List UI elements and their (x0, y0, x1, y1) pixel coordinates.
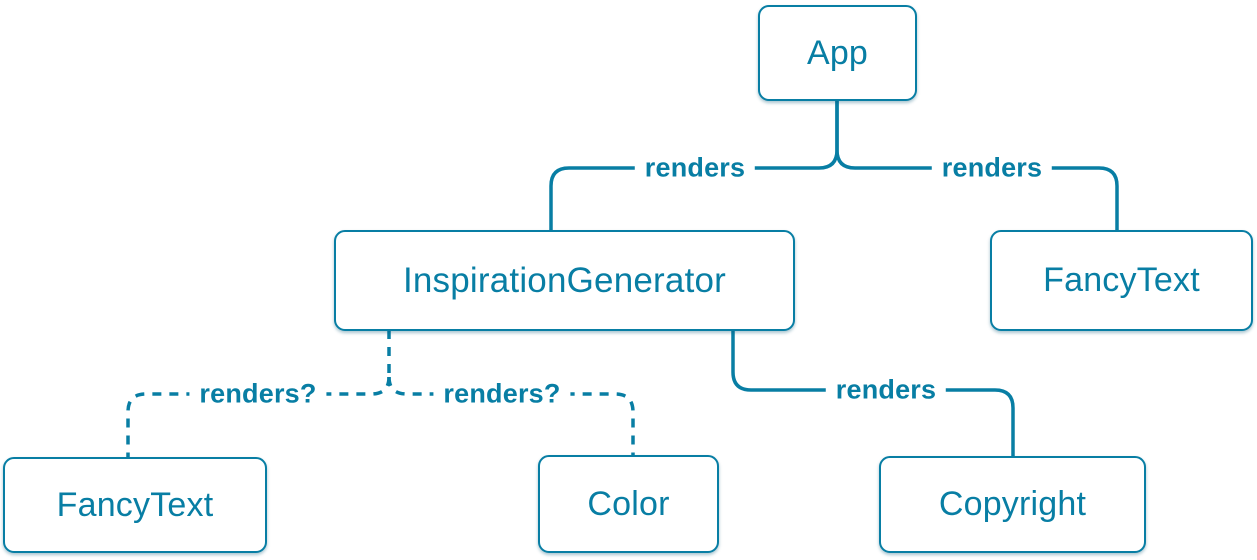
edge-inspirationgenerator-color-dashed (387, 376, 635, 456)
node-inspiration-generator-label: InspirationGenerator (402, 260, 727, 300)
node-color-label: Color (587, 484, 670, 523)
edge-label-app-inspirationgenerator: renders (634, 152, 756, 184)
node-app-label: App (806, 33, 869, 72)
edge-inspirationgenerator-fancytext-dashed (126, 376, 391, 458)
node-inspiration-generator: InspirationGenerator (334, 230, 795, 331)
node-fancy-text-top-label: FancyText (1043, 261, 1200, 299)
edge-label-inspirationgenerator-fancytext: renders? (189, 378, 327, 410)
node-fancy-text-bottom-label: FancyText (56, 485, 214, 524)
node-copyright: Copyright (879, 456, 1146, 553)
edge-label-inspirationgenerator-color: renders? (433, 378, 571, 410)
node-app: App (758, 5, 917, 101)
node-copyright-label: Copyright (938, 485, 1087, 523)
node-fancy-text-top: FancyText (990, 230, 1253, 331)
node-color: Color (538, 455, 719, 553)
edge-label-app-fancytext: renders (931, 152, 1053, 184)
edge-label-inspirationgenerator-copyright: renders (825, 374, 947, 406)
node-fancy-text-bottom: FancyText (3, 457, 267, 553)
